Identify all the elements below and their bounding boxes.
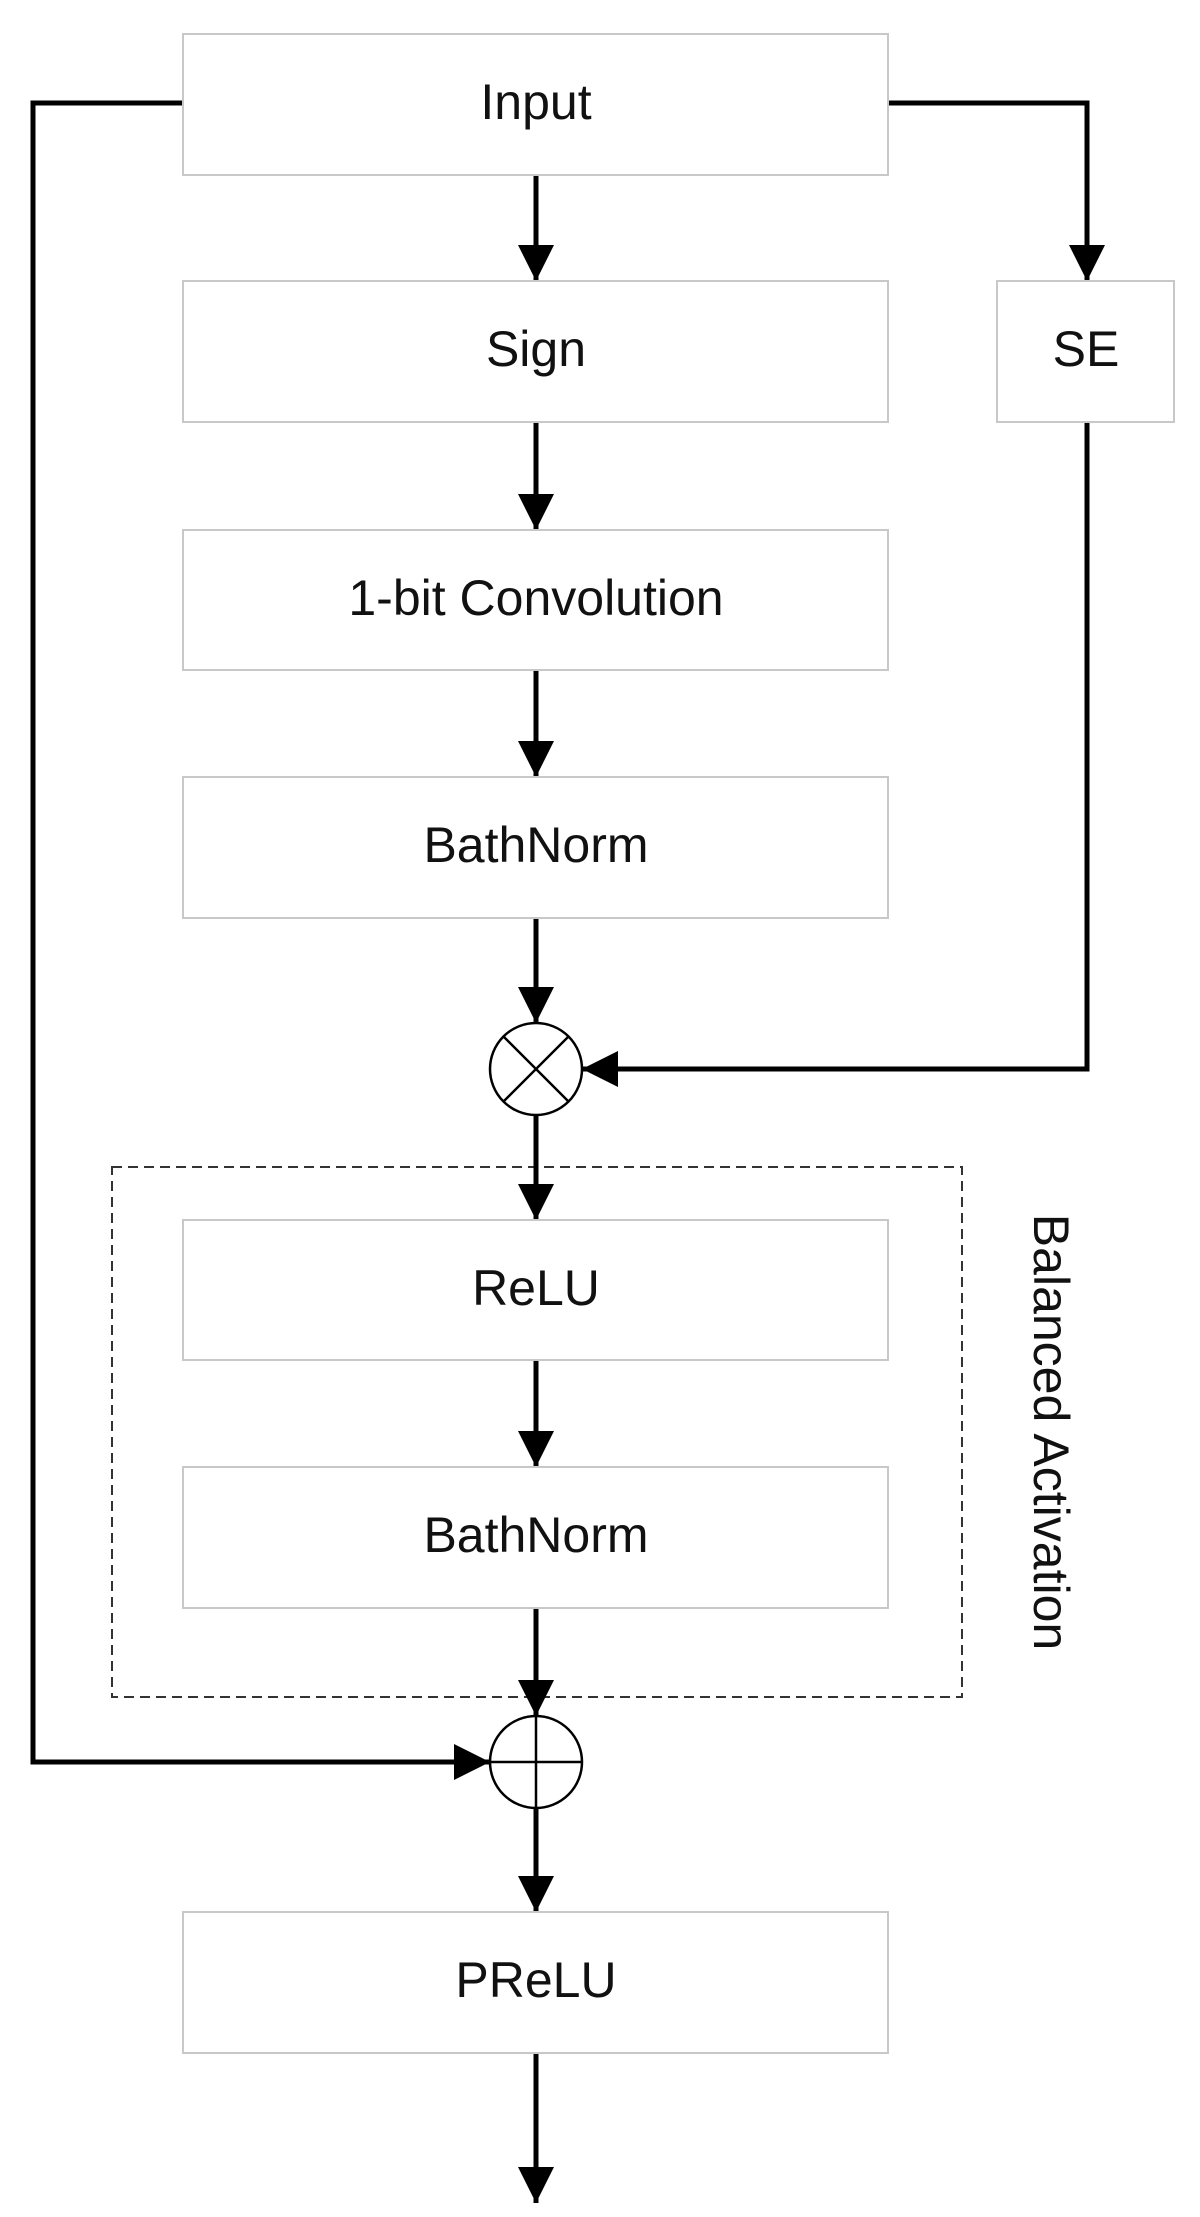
bathnorm-node-1: BathNorm	[182, 776, 889, 919]
se-label: SE	[1053, 321, 1120, 377]
sign-node: Sign	[182, 280, 889, 423]
arrow-se-to-multiply	[582, 422, 1090, 1087]
connections	[30, 100, 1105, 2203]
conv-node: 1-bit Convolution	[182, 529, 889, 671]
prelu-label: PReLU	[455, 1952, 616, 2008]
input-label: Input	[480, 74, 591, 130]
se-node: SE	[996, 280, 1175, 423]
bathnorm-node-2: BathNorm	[182, 1466, 889, 1609]
input-node: Input	[182, 33, 889, 176]
relu-label: ReLU	[472, 1260, 600, 1316]
add-operator	[488, 1714, 584, 1810]
bathnorm-label-2: BathNorm	[423, 1507, 648, 1563]
arrow-input-skip-to-add	[30, 100, 490, 1780]
relu-node: ReLU	[182, 1219, 889, 1361]
arrow-input-to-se	[888, 100, 1105, 281]
multiply-operator	[488, 1021, 584, 1117]
sign-label: Sign	[486, 321, 586, 377]
prelu-node: PReLU	[182, 1911, 889, 2054]
bathnorm-label-1: BathNorm	[423, 817, 648, 873]
conv-label: 1-bit Convolution	[348, 570, 723, 626]
balanced-activation-label: Balanced Activation	[1023, 1214, 1079, 1650]
